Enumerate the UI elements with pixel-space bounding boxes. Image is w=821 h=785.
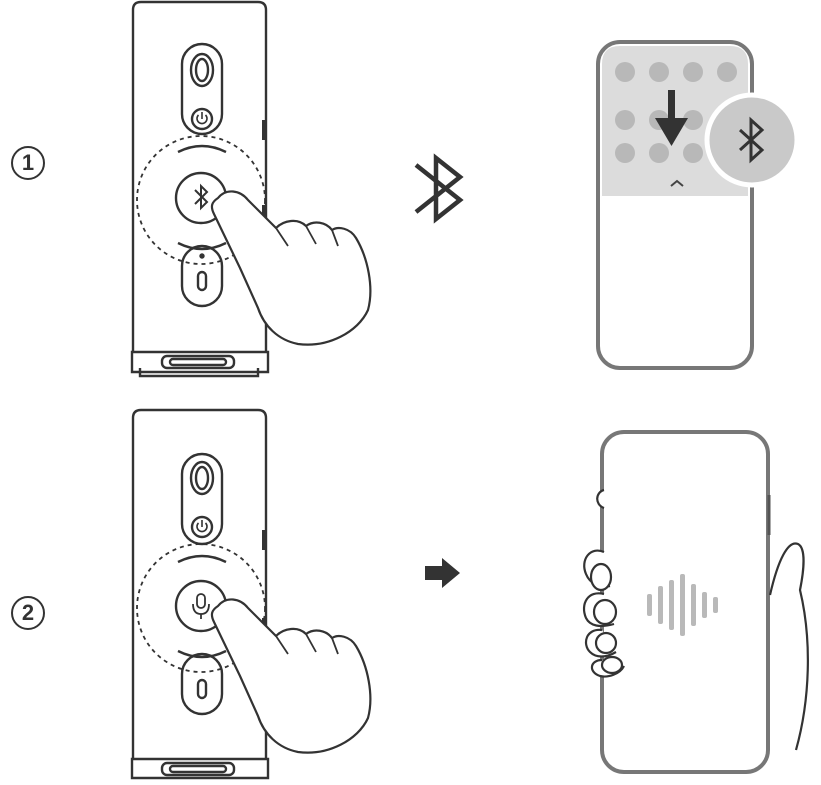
bluetooth-icon (194, 183, 209, 211)
chevron-up-icon (670, 179, 684, 187)
arrow-right-icon (425, 558, 460, 588)
step-1-label: 1 (11, 146, 45, 180)
power-icon (196, 520, 208, 533)
hand-holding-phone (582, 488, 809, 751)
power-icon (196, 112, 208, 125)
speaker-device-1 (130, 0, 270, 378)
speaker-device-2 (130, 408, 270, 780)
bluetooth-icon (738, 116, 765, 164)
phone-2 (582, 430, 809, 774)
step-2-number: 2 (21, 600, 35, 625)
phone-1 (596, 40, 800, 370)
microphone-icon (192, 593, 210, 619)
swipe-down-arrow-icon (655, 90, 688, 146)
step-1-number: 1 (21, 150, 35, 175)
step-2-label: 2 (11, 596, 45, 630)
bluetooth-icon (414, 153, 464, 224)
voice-wave-icon (647, 574, 718, 636)
